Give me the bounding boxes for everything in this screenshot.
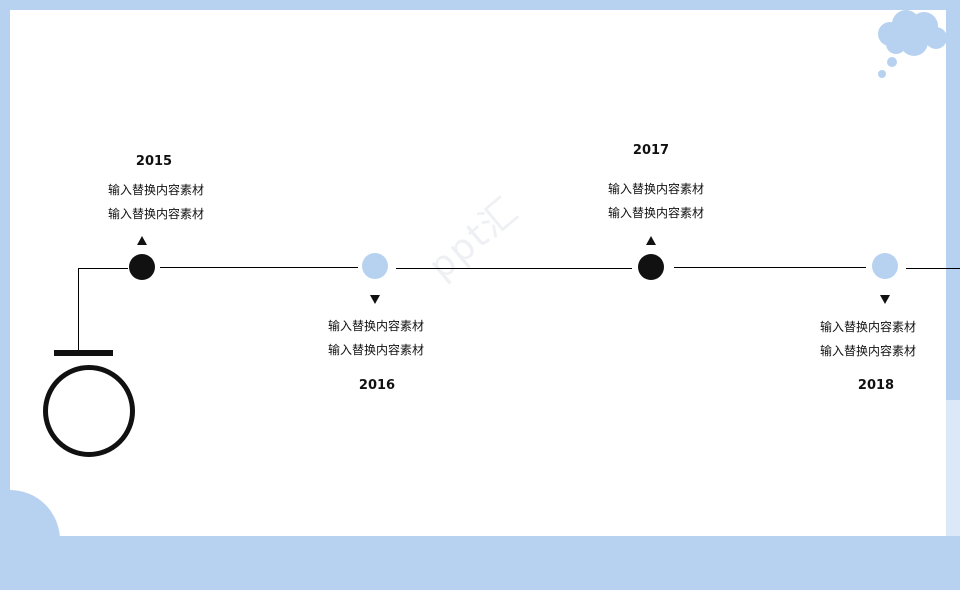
arrow-up-icon xyxy=(646,236,656,245)
lamp-bar xyxy=(54,350,113,356)
hanger-connector xyxy=(78,268,128,269)
event-text: 输入替换内容素材 xyxy=(607,182,704,196)
arrow-up-icon xyxy=(137,236,147,245)
hanger-line xyxy=(78,268,79,352)
event-text: 输入替换内容素材 xyxy=(327,343,424,357)
timeline-segment xyxy=(160,267,358,268)
event-text: 输入替换内容素材 xyxy=(819,344,916,358)
timeline-segment xyxy=(396,268,632,269)
timeline-dot xyxy=(638,254,664,280)
right-strip-decoration xyxy=(946,400,960,536)
event-text: 输入替换内容素材 xyxy=(327,319,424,333)
timeline-segment xyxy=(906,268,960,269)
cloud-icon xyxy=(878,10,947,78)
arrow-down-icon xyxy=(370,295,380,304)
event-year: 2018 xyxy=(857,378,895,393)
timeline-dot xyxy=(362,253,388,279)
arrow-down-icon xyxy=(880,295,890,304)
lamp-circle xyxy=(43,365,135,457)
event-text: 输入替换内容素材 xyxy=(107,207,204,221)
slide-canvas xyxy=(10,10,946,536)
event-text: 输入替换内容素材 xyxy=(107,183,204,197)
timeline-segment xyxy=(674,267,866,268)
event-year: 2017 xyxy=(632,143,670,158)
timeline-dot xyxy=(129,254,155,280)
timeline-dot xyxy=(872,253,898,279)
event-year: 2015 xyxy=(135,154,173,169)
event-text: 输入替换内容素材 xyxy=(607,206,704,220)
event-text: 输入替换内容素材 xyxy=(819,320,916,334)
event-year: 2016 xyxy=(358,378,396,393)
